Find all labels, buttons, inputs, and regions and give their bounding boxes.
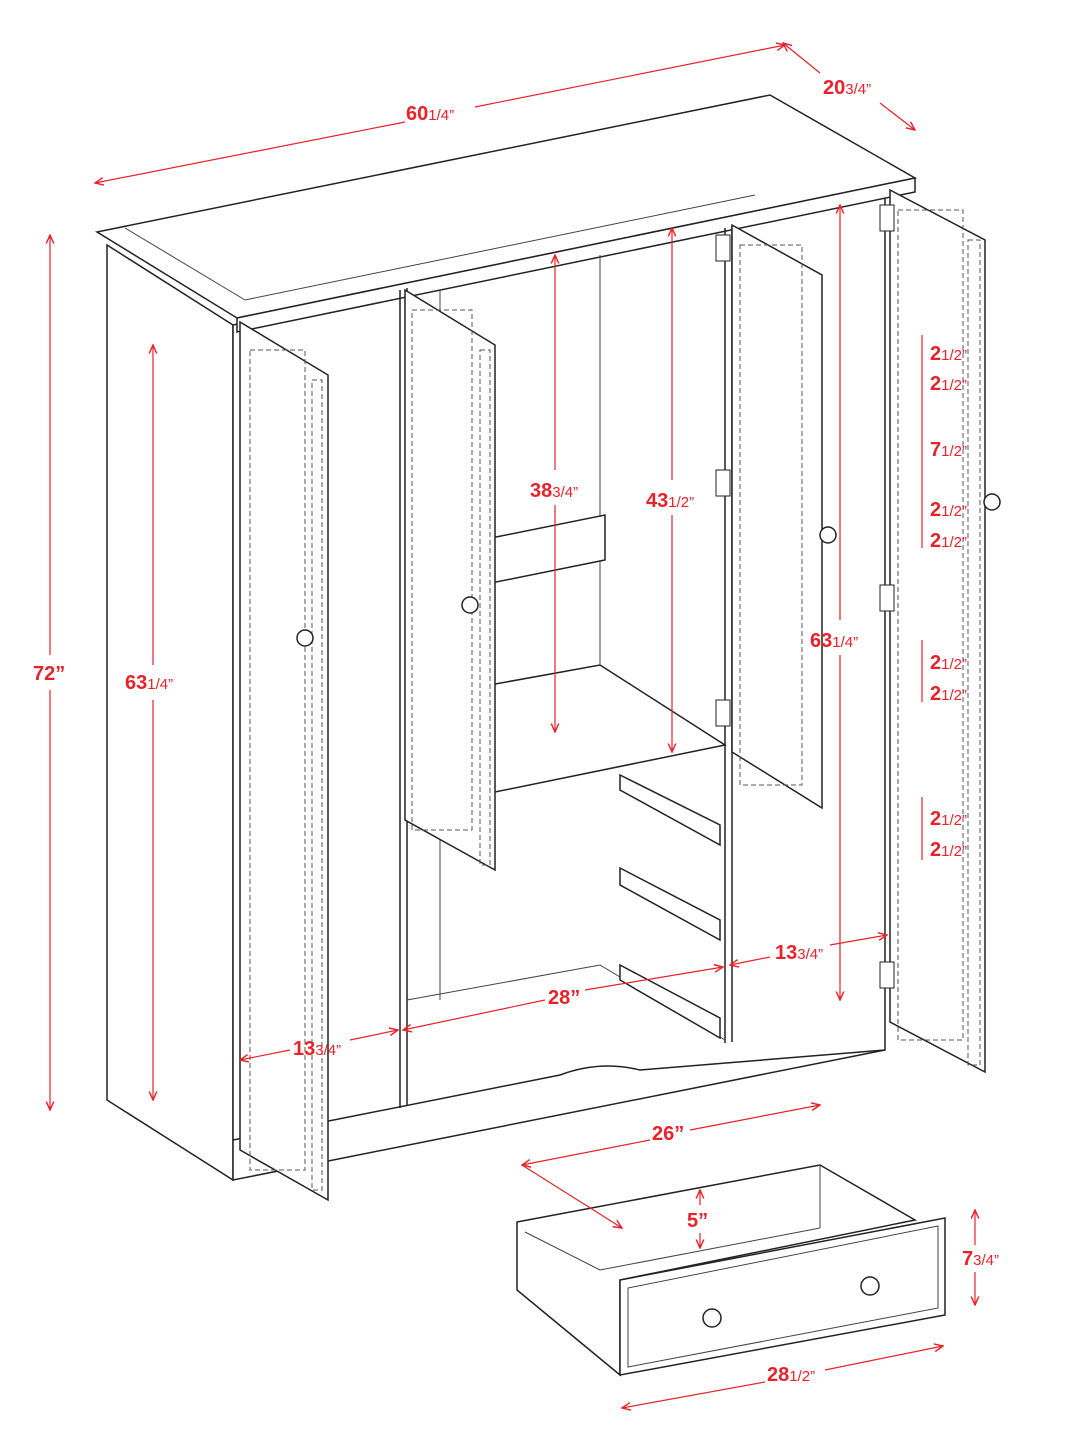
shelf-spacing-label: 21/2” [930,683,967,705]
drawer-knob [860,1276,880,1296]
left-compartment-width-label: 133/4” [293,1038,341,1060]
drawer-inner-height-label: 5” [687,1210,708,1232]
shelf-spacing-label: 21/2” [930,839,967,861]
center-width-label: 28” [548,987,580,1009]
center-left-door [404,288,496,872]
dimension-labels: 601/4” 203/4” 72” 631/4” 383/4” 431/2” 6… [33,77,999,1386]
shelf-spacing-label: 21/2” [930,808,967,830]
doors [239,188,1001,1202]
shelf-spacing-label: 21/2” [930,499,967,521]
width-label: 601/4” [406,103,454,125]
drawer [516,1164,946,1377]
shelf-spacing-label: 21/2” [930,373,967,395]
drawer-front [619,1217,946,1376]
drawer-front-width-label: 281/2” [767,1364,815,1386]
right-compartment-width-label: 133/4” [775,942,823,964]
hinge-icons [715,204,895,989]
bottom-apron [232,1049,886,1141]
door-knob [296,629,314,647]
height-label: 72” [33,663,65,685]
door-knob [819,526,837,544]
depth-label: 203/4” [823,77,871,99]
shelf-spacing-label: 21/2” [930,343,967,365]
door-knob [461,596,479,614]
center-upper-label: 383/4” [530,480,578,502]
shelf-spacing-label: 71/2” [930,439,967,461]
dimension-lines [50,43,975,1408]
right-door-height-label: 631/4” [810,630,858,652]
left-door [239,320,329,1202]
right-door [889,188,986,1074]
shelf-spacing-label: 21/2” [930,530,967,552]
drawer-knob [702,1308,722,1328]
left-side-panel [106,243,234,1182]
center-right-door [731,223,823,810]
drawer-depth-label: 26” [652,1123,684,1145]
shelf-spacing-label: 21/2” [930,652,967,674]
door-knob [983,493,1001,511]
center-hanging-label: 431/2” [646,490,694,512]
drawer-front-height-label: 73/4” [962,1248,999,1270]
left-door-height-label: 631/4” [125,672,173,694]
